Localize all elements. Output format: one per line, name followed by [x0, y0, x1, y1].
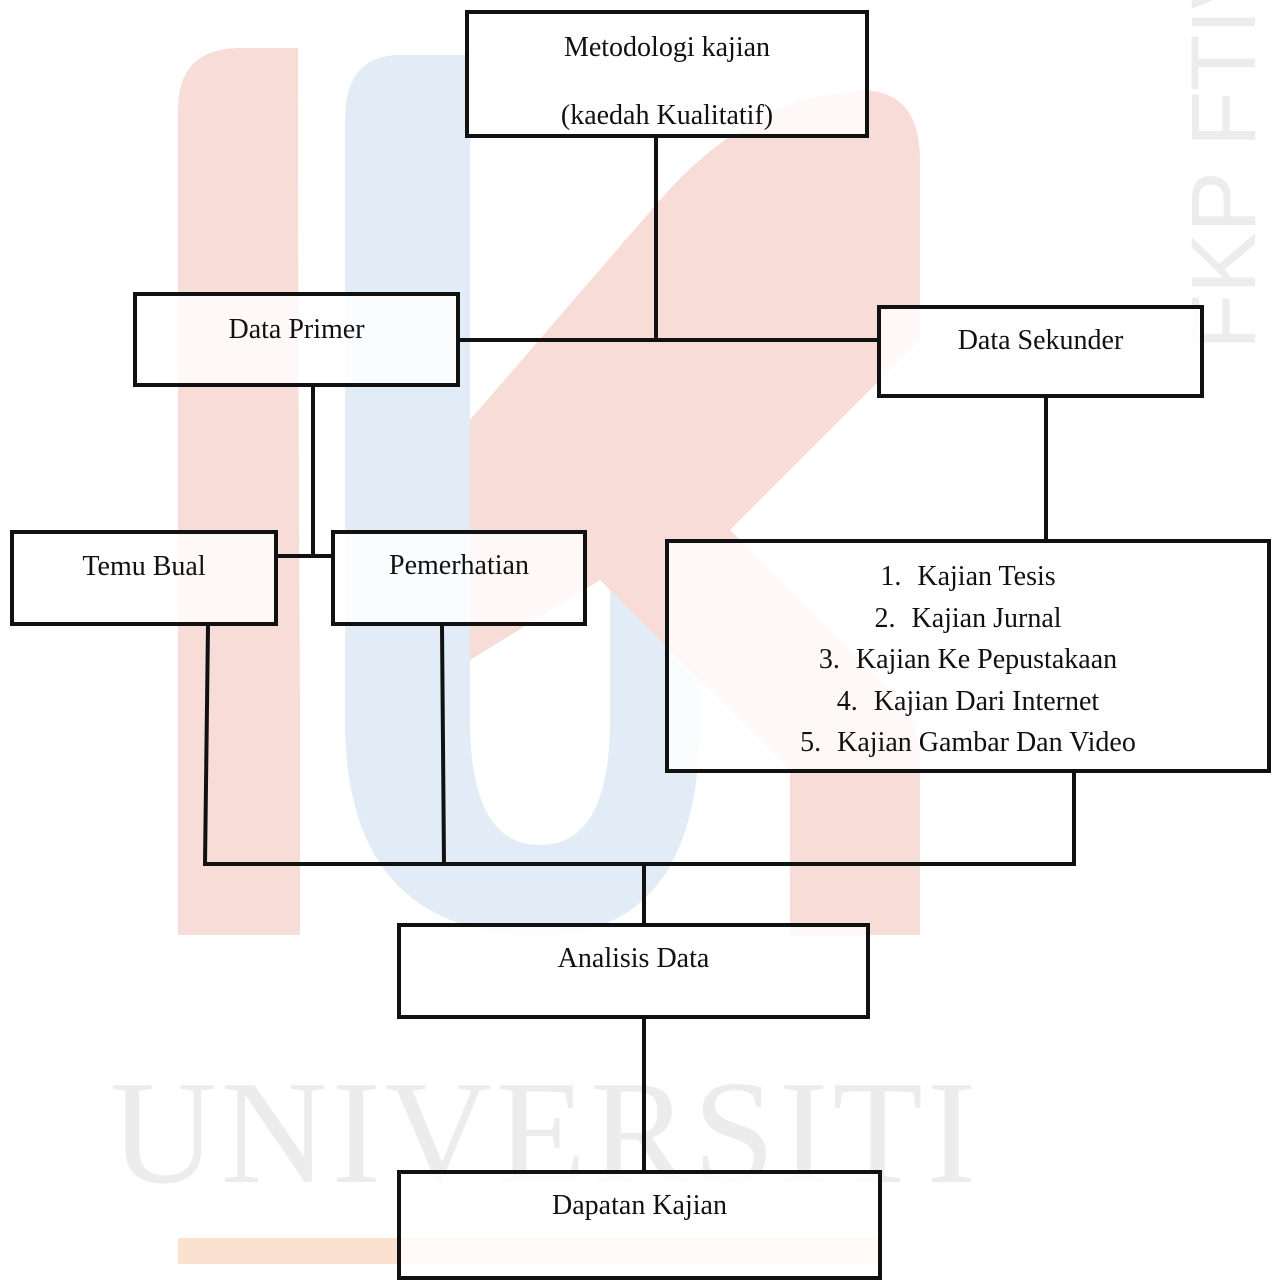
- list-item: 5.Kajian Gambar Dan Video: [800, 727, 1136, 758]
- metodologi-kajian-box: Metodologi kajian (kaedah Kualitatif): [465, 10, 869, 138]
- data-sekunder-label: Data Sekunder: [957, 325, 1124, 356]
- metodologi-subtitle: (kaedah Kualitatif): [560, 100, 774, 131]
- svg-text:FKP FTIV: FKP FTIV: [1173, 0, 1275, 350]
- kajian-list: 1.Kajian Tesis 2.Kajian Jurnal 3.Kajian …: [669, 561, 1267, 769]
- pemerhatian-box: Pemerhatian: [331, 530, 587, 626]
- connector-temu-down: [202, 623, 211, 867]
- data-primer-box: Data Primer: [133, 292, 460, 387]
- kajian-sekunder-list-box: 1.Kajian Tesis 2.Kajian Jurnal 3.Kajian …: [665, 539, 1271, 773]
- data-sekunder-box: Data Sekunder: [877, 305, 1204, 398]
- watermark-side-text: FKP FTIV: [1173, 0, 1275, 350]
- analisis-data-label: Analisis Data: [557, 943, 710, 974]
- temu-bual-label: Temu Bual: [82, 551, 206, 582]
- dapatan-kajian-label: Dapatan Kajian: [552, 1190, 727, 1221]
- metodologi-title: Metodologi kajian: [563, 32, 771, 63]
- list-item: 1.Kajian Tesis: [880, 561, 1056, 592]
- pemerhatian-label: Pemerhatian: [389, 550, 529, 581]
- watermark-u-shape: [345, 55, 700, 935]
- dapatan-kajian-box: Dapatan Kajian: [397, 1170, 882, 1280]
- data-primer-label: Data Primer: [228, 314, 365, 345]
- list-item: 4.Kajian Dari Internet: [836, 685, 1100, 717]
- analisis-data-box: Analisis Data: [397, 923, 870, 1019]
- list-item: 3.Kajian Ke Pepustakaan: [818, 644, 1118, 675]
- connector-pemerhatian-down: [439, 623, 447, 867]
- temu-bual-box: Temu Bual: [10, 530, 278, 626]
- list-item: 2.Kajian Jurnal: [874, 602, 1062, 634]
